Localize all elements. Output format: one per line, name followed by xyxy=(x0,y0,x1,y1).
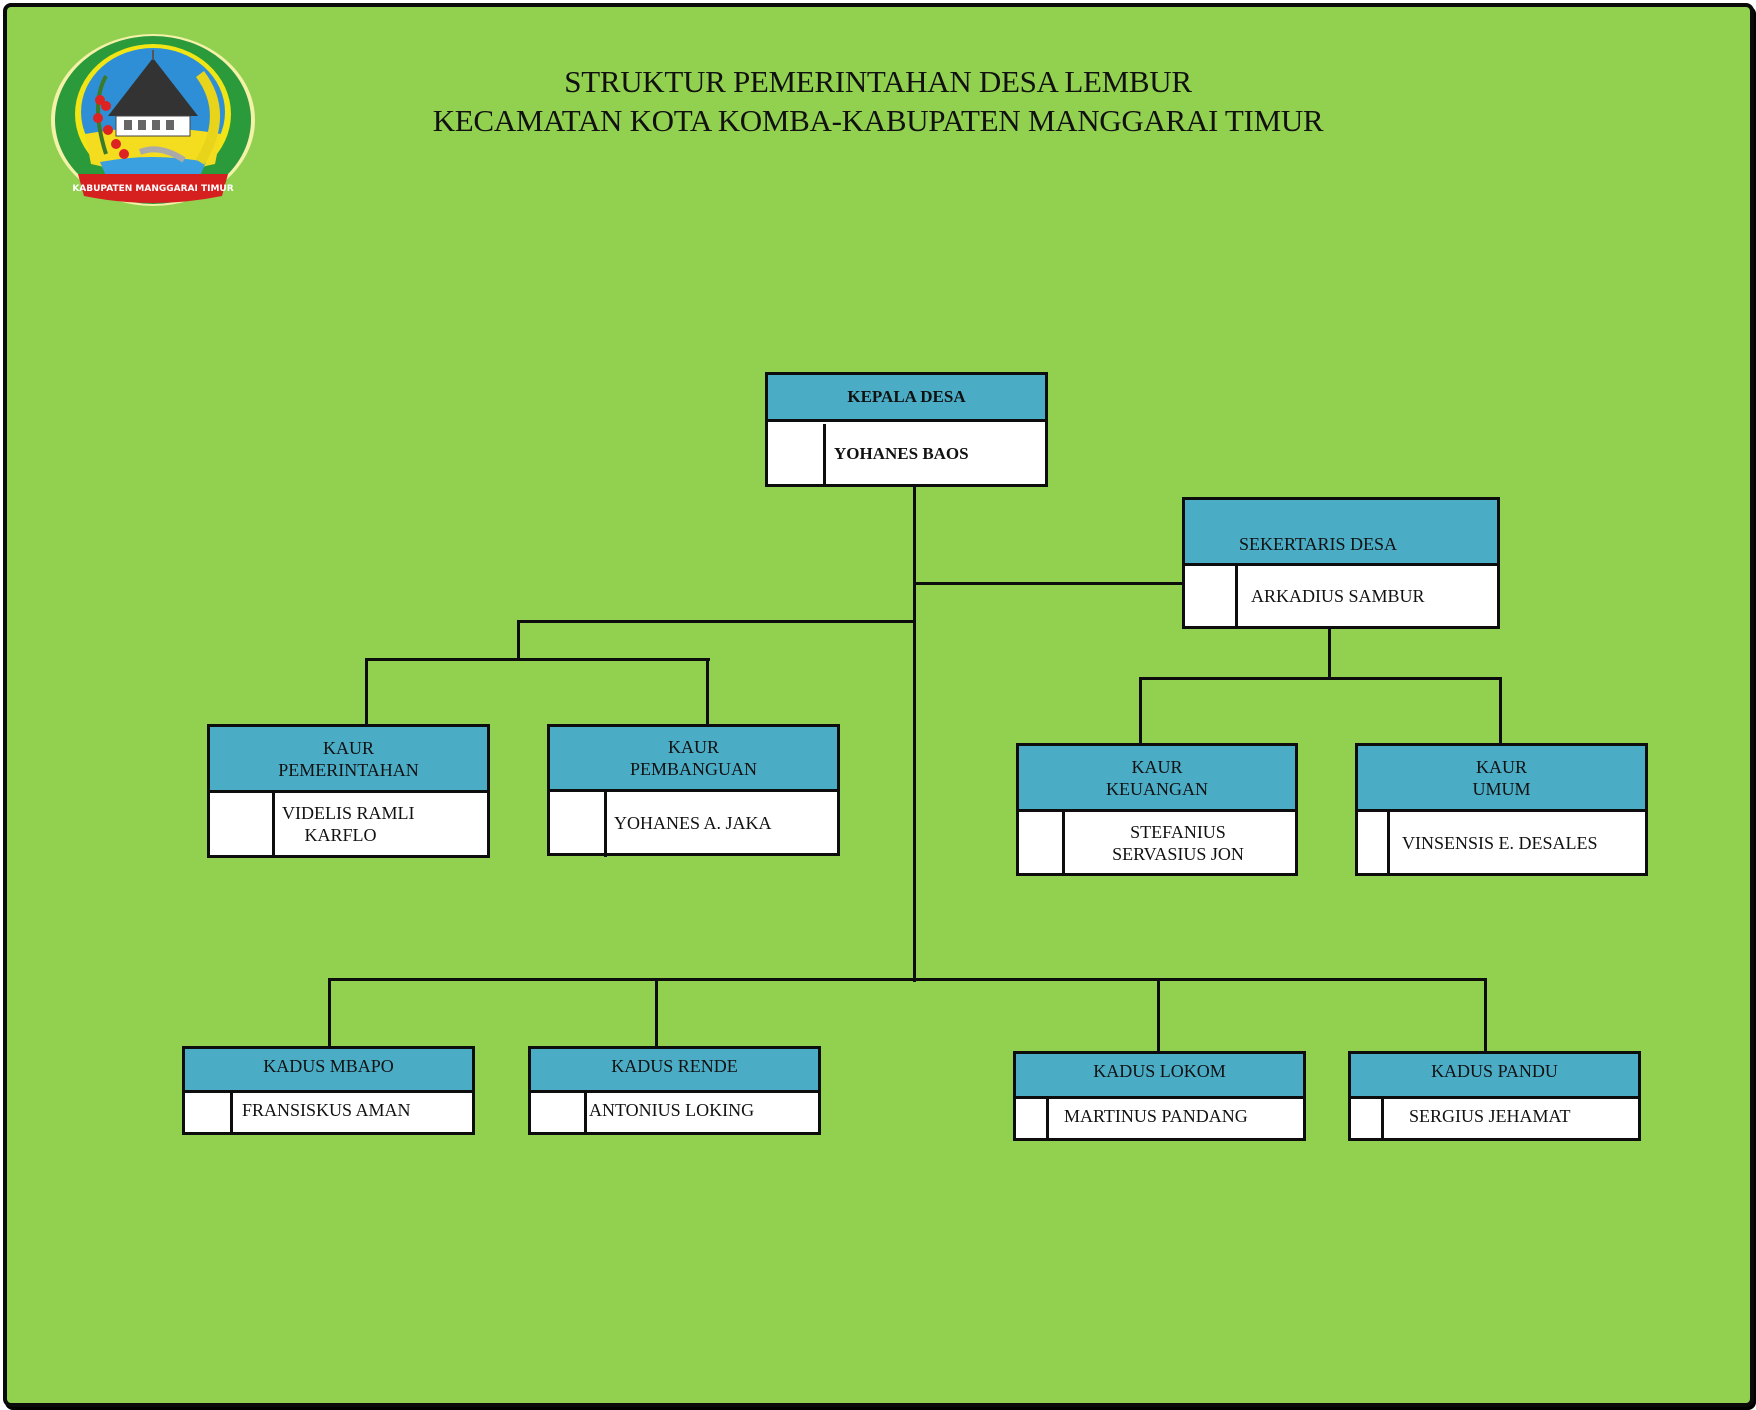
connector-kaur-left-bar xyxy=(365,658,710,661)
node-kadus-mbapo[interactable]: KADUS MBAPO FRANSISKUS AMAN xyxy=(182,1046,475,1135)
connector-sekertaris-down xyxy=(1328,628,1331,680)
connector-kadus-bar xyxy=(328,978,1487,981)
node-divider xyxy=(230,1093,233,1132)
node-position: KADUS LOKOM xyxy=(1016,1054,1303,1099)
node-position: KADUS PANDU xyxy=(1351,1054,1638,1099)
node-kadus-rende[interactable]: KADUS RENDE ANTONIUS LOKING xyxy=(528,1046,821,1135)
node-divider xyxy=(823,424,826,484)
node-kaur-pemerintahan[interactable]: KAUR PEMERINTAHAN VIDELIS RAMLI KARFLO xyxy=(207,724,490,858)
node-name: YOHANES A. JAKA xyxy=(614,812,772,833)
chart-frame xyxy=(3,3,1754,1407)
node-name: ANTONIUS LOKING xyxy=(589,1100,755,1120)
kabupaten-emblem-icon: KABUPATEN MANGGARAI TIMUR xyxy=(51,34,255,206)
connector-kaur-right-bar xyxy=(1139,677,1502,680)
node-divider xyxy=(1387,812,1390,873)
node-kepala-desa[interactable]: KEPALA DESA YOHANES BAOS xyxy=(765,372,1048,487)
node-kadus-pandu[interactable]: KADUS PANDU SERGIUS JEHAMAT xyxy=(1348,1051,1641,1141)
node-kaur-pembangunan[interactable]: KAUR PEMBANGUAN YOHANES A. JAKA xyxy=(547,724,840,857)
node-divider xyxy=(604,792,607,857)
connector-kaur-umum xyxy=(1499,677,1502,745)
node-sekertaris-desa[interactable]: SEKERTARIS DESA ARKADIUS SAMBUR xyxy=(1182,497,1500,629)
node-position: KEPALA DESA xyxy=(768,375,1045,422)
node-position: SEKERTARIS DESA xyxy=(1185,500,1497,566)
node-name: YOHANES BAOS xyxy=(834,444,969,463)
node-position: KAUR KEUANGAN xyxy=(1019,746,1295,812)
connector-kaur-left-main xyxy=(517,620,915,623)
connector-kadus-pandu xyxy=(1484,978,1487,1053)
page-title-line-1: STRUKTUR PEMERINTAHAN DESA LEMBUR xyxy=(564,64,1192,99)
page-title-line-2: KECAMATAN KOTA KOMBA-KABUPATEN MANGGARAI… xyxy=(432,103,1324,138)
node-divider xyxy=(1381,1099,1384,1138)
node-position: KAUR PEMERINTAHAN xyxy=(210,727,487,793)
node-position: KADUS MBAPO xyxy=(185,1049,472,1093)
emblem-banner-text: KABUPATEN MANGGARAI TIMUR xyxy=(72,184,233,194)
node-position: KAUR PEMBANGUAN xyxy=(550,727,837,792)
node-divider xyxy=(584,1093,587,1132)
node-kaur-keuangan[interactable]: KAUR KEUANGAN STEFANIUS SERVASIUS JON xyxy=(1016,743,1298,876)
node-name: VIDELIS RAMLI KARFLO xyxy=(282,803,415,845)
node-position: KAUR UMUM xyxy=(1358,746,1645,812)
connector-kadus-rende xyxy=(655,978,658,1048)
node-kaur-umum[interactable]: KAUR UMUM VINSENSIS E. DESALES xyxy=(1355,743,1648,876)
connector-kaur-left-drop xyxy=(517,620,520,660)
node-position: KADUS RENDE xyxy=(531,1049,818,1093)
node-name: VINSENSIS E. DESALES xyxy=(1402,832,1598,853)
node-name: STEFANIUS SERVASIUS JON xyxy=(1112,821,1244,864)
node-divider xyxy=(272,793,275,855)
node-name: MARTINUS PANDANG xyxy=(1064,1106,1248,1126)
node-name: FRANSISKUS AMAN xyxy=(242,1100,411,1120)
node-divider xyxy=(1046,1099,1049,1138)
node-divider xyxy=(1235,566,1238,626)
connector-kaur-pemerintahan xyxy=(365,658,368,726)
node-name: SERGIUS JEHAMAT xyxy=(1409,1106,1571,1126)
node-kadus-lokom[interactable]: KADUS LOKOM MARTINUS PANDANG xyxy=(1013,1051,1306,1141)
connector-kadus-lokom xyxy=(1157,978,1160,1053)
connector-kaur-pembangunan xyxy=(706,658,709,726)
connector-kadus-mbapo xyxy=(328,978,331,1048)
connector-kaur-keuangan xyxy=(1139,677,1142,745)
connector-sekertaris xyxy=(913,582,1183,585)
connector-trunk xyxy=(913,486,916,982)
node-name: ARKADIUS SAMBUR xyxy=(1251,586,1425,606)
node-divider xyxy=(1062,812,1065,873)
